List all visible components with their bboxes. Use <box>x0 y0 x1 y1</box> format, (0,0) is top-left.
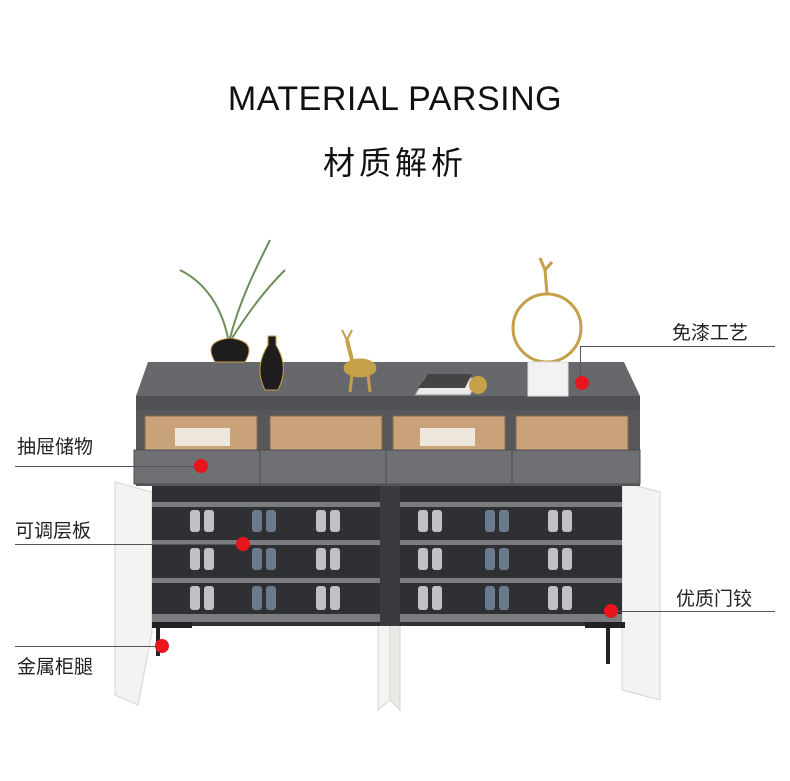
decor-tall-vase <box>259 335 284 391</box>
decor-ring-sculpture <box>511 257 583 397</box>
drawer-fronts <box>133 449 641 485</box>
callout-finish-label: 免漆工艺 <box>672 322 749 344</box>
callout-drawer-label: 抽屉储物 <box>17 436 94 458</box>
callout-shelf-line <box>15 544 242 545</box>
drawer-boxes <box>144 415 629 451</box>
callout-legs-label: 金属柜腿 <box>17 656 94 678</box>
callout-finish-leader <box>580 346 581 382</box>
right-door <box>621 481 661 701</box>
left-door <box>114 481 153 706</box>
callout-legs-marker <box>155 639 169 653</box>
decor-deer <box>341 329 377 393</box>
page-title-en: MATERIAL PARSING <box>227 80 563 118</box>
callout-hinge-label: 优质门铰 <box>676 588 753 610</box>
decor-books <box>414 374 487 396</box>
divider <box>380 486 400 626</box>
callout-hinge-line <box>610 611 775 612</box>
callout-legs-line <box>15 646 162 647</box>
callout-shelf-label: 可调层板 <box>15 520 92 542</box>
decor-vase <box>179 239 286 363</box>
callout-drawer-line <box>15 466 200 467</box>
callout-drawer-marker <box>194 459 208 473</box>
callout-finish-line <box>580 346 775 347</box>
callout-shelf-marker <box>236 537 250 551</box>
cabinet-top-edge <box>136 396 640 410</box>
callout-finish-marker <box>575 376 589 390</box>
callout-hinge-marker <box>604 604 618 618</box>
shelves <box>152 502 622 622</box>
shoes <box>190 510 572 610</box>
page-title-cn: 材质解析 <box>322 144 467 182</box>
